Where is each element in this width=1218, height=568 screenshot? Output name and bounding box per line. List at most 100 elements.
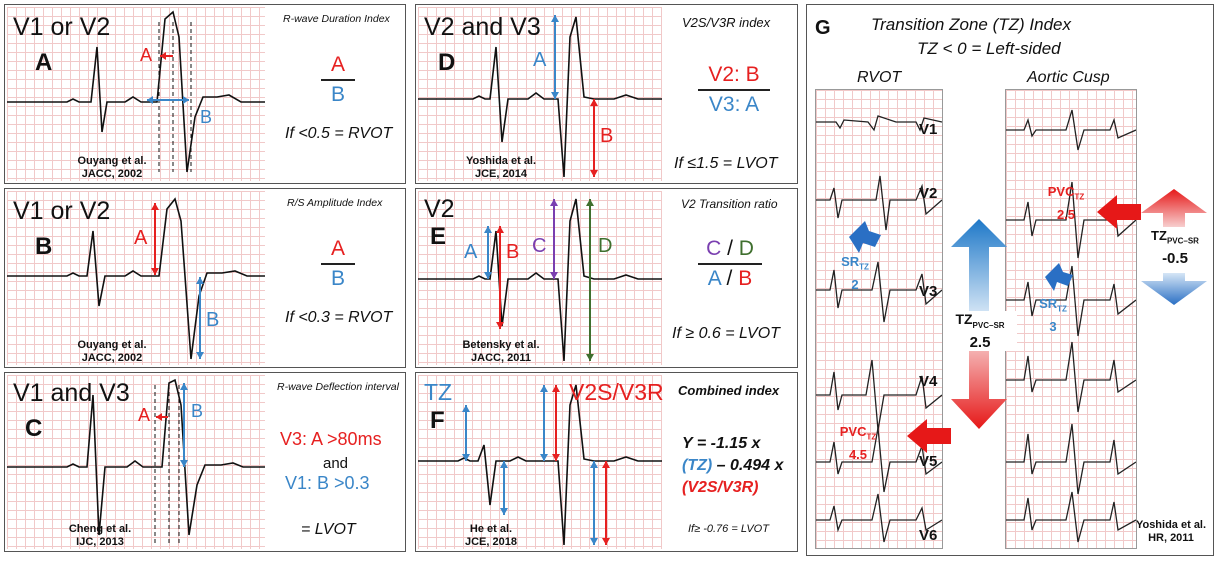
ecg-strip-a: A B: [7, 7, 265, 181]
index-name: R-wave Deflection interval: [277, 381, 399, 393]
panel-title: Transition Zone (TZ) Index: [871, 15, 1071, 34]
panel-letter: A: [35, 49, 53, 76]
sr-arrow-left-icon: [849, 221, 881, 253]
panel-letter: G: [815, 17, 831, 39]
index-name: V2 Transition ratio: [681, 197, 778, 211]
panel-letter: E: [430, 223, 447, 250]
panel-f: TZ V2S/V3R F He et al.JCE, 2018 Combined…: [415, 372, 798, 552]
formula-line-1: Y = -1.15 x: [682, 435, 761, 452]
marker-b: B: [506, 241, 520, 263]
marker-a: A: [464, 241, 478, 263]
rvot-heading: RVOT: [857, 69, 902, 86]
marker-a: A: [533, 49, 547, 71]
panel-letter: D: [438, 49, 456, 76]
panel-letter: C: [25, 415, 43, 442]
marker-a: A: [138, 405, 151, 425]
ecg-strip-d: A B: [418, 7, 662, 181]
pvc-tz-rvot: PVCTZ 4.5: [839, 424, 877, 462]
rule-text: If ≤1.5 = LVOT: [674, 155, 778, 172]
pvc-arrow-left-icon: [907, 419, 951, 453]
sr-tz-rvot: SRTZ 2: [841, 254, 869, 292]
aortic-ecg-traces: [1006, 109, 1136, 543]
formula-line-3: (V2S/V3R): [682, 479, 759, 496]
marker-a: A: [140, 45, 153, 65]
tz-double-arrow-icon: [951, 219, 1007, 429]
citation: Betensky et al.JACC, 2011: [462, 339, 540, 364]
ecg-trace-d: [418, 15, 662, 178]
panel-d: A B V2 and V3 D Yoshida et al.JCE, 2014 …: [415, 4, 798, 184]
lead-label: V1 or V2: [13, 197, 111, 225]
lead-label: V2 and V3: [424, 13, 541, 41]
pvc-arrow-right-icon: [1097, 195, 1141, 229]
index-name: R-wave Duration Index: [283, 13, 390, 25]
aortic-ecg-strip: [1005, 89, 1137, 549]
citation: Ouyang et al.JACC, 2002: [77, 155, 147, 180]
lead-label-v1: V1: [919, 121, 938, 138]
ecg-trace-a: [7, 10, 265, 173]
ecg-strip-b: A B: [7, 191, 265, 365]
panel-a: A B V1 or V2 A Ouyang et al.JACC, 2002 R…: [4, 4, 406, 184]
ecg-strip-c: A B: [7, 375, 265, 549]
citation: He et al.JCE, 2018: [465, 523, 517, 548]
sr-arrow-right-icon: [1045, 263, 1073, 291]
criterion-and: and: [323, 455, 349, 472]
index-name: Combined index: [678, 383, 780, 398]
rvot-ecg-strip: [815, 89, 943, 549]
rule-text: If <0.3 = RVOT: [285, 309, 393, 326]
sr-tz-aortic: SRTZ 3: [1039, 296, 1067, 334]
ecg-trace-b: [7, 197, 265, 360]
index-name: R/S Amplitude Index: [287, 197, 383, 209]
lead-label-v6: V6: [919, 527, 938, 544]
marker-c: C: [532, 235, 547, 257]
citation: Yoshida et al.JCE, 2014: [465, 155, 537, 180]
lead-label: V1 and V3: [13, 379, 130, 407]
marker-d: D: [598, 235, 613, 257]
lead-label-v2s-v3r: V2S/V3R: [569, 379, 664, 405]
panel-c: A B V1 and V3 C Cheng et al.IJC, 2013 R-…: [4, 372, 406, 552]
lead-label-v4: V4: [919, 373, 938, 390]
ecg-strip-f: [418, 375, 662, 549]
marker-b: B: [191, 401, 204, 421]
formula-line-2: (TZ) – 0.494 x: [682, 457, 784, 474]
panel-g: G Transition Zone (TZ) Index TZ < 0 = Le…: [806, 4, 1214, 556]
lead-label-v5: V5: [919, 453, 938, 470]
lead-label: V1 or V2: [13, 13, 111, 41]
rule-text: If <0.5 = RVOT: [285, 125, 393, 142]
marker-b: B: [600, 125, 614, 147]
tz-right-double-arrow-icon: [1141, 189, 1207, 305]
rule-text: = LVOT: [301, 521, 356, 538]
lead-label-v3: V3: [919, 283, 938, 300]
rvot-ecg-traces: [816, 115, 942, 543]
ecg-strip-e: A B C D: [418, 191, 662, 365]
panel-letter: F: [430, 407, 445, 434]
marker-b: B: [200, 107, 213, 127]
citation: Ouyang et al.JACC, 2002: [77, 339, 147, 364]
lead-label-tz: TZ: [424, 379, 453, 405]
rule-text: If≥ -0.76 = LVOT: [688, 523, 769, 535]
marker-a: A: [134, 227, 148, 249]
tz-pvc-sr-right: TZPVC–SR -0.5: [1141, 227, 1209, 267]
rule-text: If ≥ 0.6 = LVOT: [672, 325, 780, 342]
ecg-trace-c: [7, 378, 265, 543]
criterion-v3: V3: A >80ms: [280, 429, 382, 449]
panel-e: A B C D V2 E Betensky et al.JACC, 2011 V…: [415, 188, 798, 368]
lead-label-v2: V2: [919, 185, 938, 202]
ecg-trace-e: [418, 198, 662, 362]
lead-label: V2: [424, 195, 455, 223]
pvc-tz-aortic: PVCTZ 2.5: [1047, 184, 1085, 222]
criterion-v1: V1: B >0.3: [285, 473, 370, 493]
index-name: V2S/V3R index: [682, 15, 771, 30]
panel-subtitle: TZ < 0 = Left-sided: [917, 39, 1061, 58]
panel-b: A B V1 or V2 B Ouyang et al.JACC, 2002 R…: [4, 188, 406, 368]
aortic-cusp-heading: Aortic Cusp: [1027, 69, 1110, 86]
panel-letter: B: [35, 233, 53, 260]
ratio-fraction: C / D A / B: [698, 237, 762, 291]
citation: Yoshida et al.HR, 2011: [1135, 519, 1207, 544]
ecg-trace-f: [418, 384, 662, 546]
tz-pvc-sr-center: TZPVC–SR 2.5: [943, 311, 1017, 351]
citation: Cheng et al.IJC, 2013: [68, 523, 132, 548]
marker-b: B: [206, 309, 220, 331]
